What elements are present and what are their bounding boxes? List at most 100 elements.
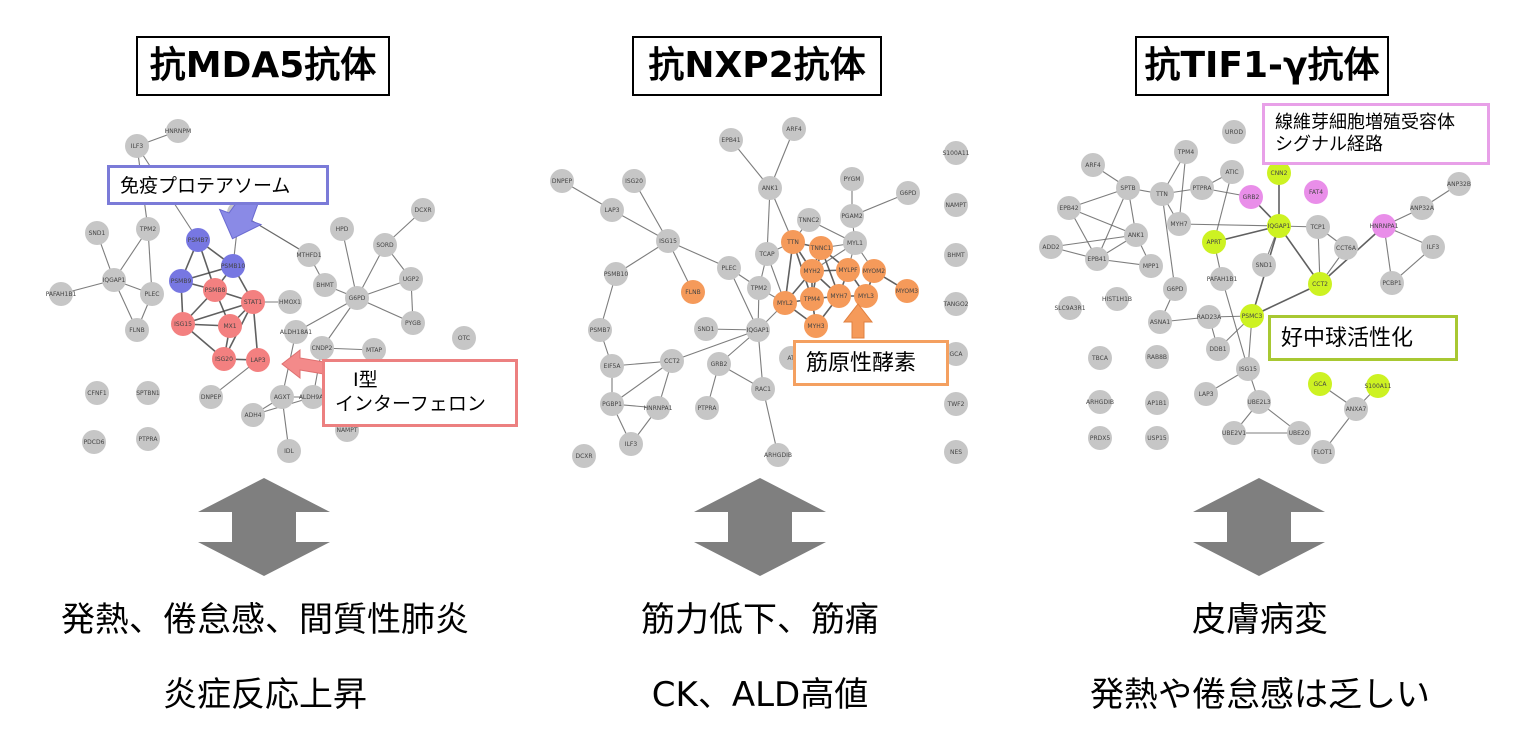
- node-ILF3: ILF3: [619, 432, 643, 456]
- node-label: UROD: [1225, 129, 1243, 136]
- node-DCXR: DCXR: [572, 444, 596, 468]
- node-label: CNN2: [1271, 170, 1288, 177]
- node-APRT: APRT: [1202, 230, 1226, 254]
- node-circle: [1163, 277, 1187, 301]
- node-PYGB: PYGB: [401, 311, 425, 335]
- node-label: ISG15: [174, 321, 192, 328]
- node-S100A11: S100A11: [1365, 374, 1392, 398]
- node-label: ISG15: [1239, 366, 1257, 373]
- node-circle: [804, 314, 828, 338]
- node-ADH4: ADH4: [241, 403, 265, 427]
- node-PSMB9: PSMB9: [169, 269, 193, 293]
- callout-line: Ⅰ型: [353, 369, 378, 391]
- double-arrow-3: [1193, 478, 1325, 576]
- node-label: RAB8B: [1147, 354, 1167, 361]
- node-circle: [827, 284, 851, 308]
- node-ANXA7: ANXA7: [1344, 397, 1368, 421]
- node-label: BHMT: [316, 282, 334, 289]
- node-circle: [1148, 310, 1172, 334]
- edge-G6PD-TTN: [1161, 193, 1176, 290]
- node-TTN: TTN: [1150, 182, 1174, 206]
- node-GCA: GCA: [1308, 372, 1332, 396]
- node-label: IDL: [284, 448, 294, 455]
- node-circle: [49, 282, 73, 306]
- node-label: ANP32A: [1410, 205, 1435, 212]
- node-circle: [840, 204, 864, 228]
- node-MYH3: MYH3: [804, 314, 828, 338]
- node-TPM4: TPM4: [800, 287, 824, 311]
- callout-line: 線維芽細胞増殖受容体: [1275, 112, 1455, 133]
- nodes-layer: HNRNPMILF3ATICSND1TPM2PSMB7IQGAP1PSMB9PS…: [46, 117, 1471, 468]
- node-MYLPF: MYLPF: [836, 258, 860, 282]
- node-circle: [212, 347, 236, 371]
- node-TTN: TTN: [781, 230, 805, 254]
- node-label: PRDX5: [1090, 435, 1111, 442]
- node-circle: [169, 269, 193, 293]
- node-circle: [1421, 235, 1445, 259]
- node-label: PYGB: [405, 320, 421, 327]
- node-label: DCXR: [575, 453, 592, 460]
- node-label: SND1: [1256, 262, 1273, 269]
- node-label: DCXR: [414, 207, 431, 214]
- node-circle: [600, 392, 624, 416]
- node-UBE2L3: UBE2L3: [1247, 390, 1271, 414]
- node-ARF4: ARF4: [782, 117, 806, 141]
- node-circle: [862, 259, 886, 283]
- node-UBE2V1: UBE2V1: [1222, 421, 1246, 445]
- node-circle: [1105, 287, 1129, 311]
- node-label: IQGAP1: [103, 277, 126, 284]
- node-LAP3: LAP3: [1194, 382, 1218, 406]
- node-circle: [362, 338, 386, 362]
- node-ARHGDIB: ARHGDIB: [764, 443, 792, 467]
- node-label: G6PD: [1167, 286, 1184, 293]
- node-MYH2: MYH2: [800, 259, 824, 283]
- panel-3-outcome-1: 皮膚病変: [1192, 600, 1328, 640]
- node-circle: [136, 427, 160, 451]
- node-label: IQGAP1: [1268, 223, 1291, 230]
- node-ARF4: ARF4: [1081, 153, 1105, 177]
- node-circle: [246, 348, 270, 372]
- node-ADD2: ADD2: [1039, 235, 1063, 259]
- node-FLNB: FLNB: [681, 280, 705, 304]
- node-label: MYOM2: [863, 268, 885, 275]
- node-label: TPM2: [750, 285, 767, 292]
- panel-1-outcome-2: 炎症反応上昇: [163, 675, 367, 715]
- node-label: EIF5A: [604, 363, 622, 370]
- node-TNNC1: TNNC1: [809, 236, 833, 260]
- node-label: PSMB7: [188, 237, 209, 244]
- node-label: ISG15: [659, 238, 677, 245]
- node-circle: [401, 311, 425, 335]
- node-label: ANP32B: [1447, 181, 1471, 188]
- node-label: CNDP2: [312, 345, 333, 352]
- node-circle: [1197, 305, 1221, 329]
- node-SND1: SND1: [1252, 253, 1276, 277]
- node-EPB41: EPB41: [719, 128, 743, 152]
- node-circle: [1206, 337, 1230, 361]
- panel-1-title: 抗MDA5抗体: [136, 36, 390, 96]
- node-label: PSMB10: [604, 271, 629, 278]
- node-label: TCP1: [1310, 224, 1326, 231]
- node-circle: [694, 317, 718, 341]
- node-circle: [1267, 161, 1291, 185]
- node-circle: [1210, 267, 1234, 291]
- double-arrow-2: [694, 478, 826, 576]
- node-circle: [297, 243, 321, 267]
- node-label: SLC9A3R1: [1054, 305, 1085, 312]
- node-circle: [1344, 397, 1368, 421]
- node-HNRNPA1: HNRNPA1: [644, 396, 673, 420]
- node-label: MYL3: [858, 293, 874, 300]
- node-label: PSMC3: [1242, 313, 1263, 320]
- node-PLEC: PLEC: [140, 282, 164, 306]
- node-GCA: GCA: [944, 342, 968, 366]
- node-MYOM3: MYOM3: [895, 279, 919, 303]
- edge-STAT1-ISG15: [182, 301, 254, 325]
- node-TANGO2: TANGO2: [943, 292, 969, 316]
- node-label: ANK1: [762, 185, 779, 192]
- node-circle: [695, 396, 719, 420]
- node-MTAP: MTAP: [362, 338, 386, 362]
- node-circle: [588, 318, 612, 342]
- node-circle: [1239, 185, 1263, 209]
- node-label: DNPEP: [201, 394, 222, 401]
- node-label: HNRNPA1: [1370, 223, 1399, 230]
- node-CCT6A: CCT6A: [1334, 236, 1358, 260]
